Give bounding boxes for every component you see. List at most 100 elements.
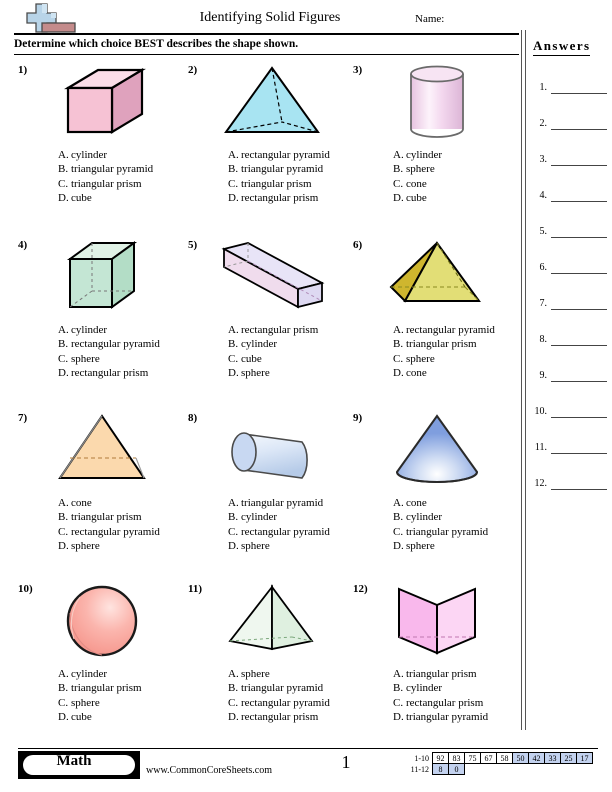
- choice-d[interactable]: D.rectangular prism: [228, 191, 319, 204]
- answer-number: 9.: [539, 370, 548, 381]
- choice-b[interactable]: B.triangular pyramid: [58, 163, 154, 176]
- shape-cone: [375, 412, 505, 492]
- choice-b[interactable]: B.triangular pyramid: [228, 163, 324, 176]
- answer-row-1[interactable]: 1.: [531, 82, 609, 94]
- answer-blank-line[interactable]: [551, 93, 607, 94]
- choice-c[interactable]: C.triangular prism: [58, 177, 142, 190]
- choice-a[interactable]: A.triangular prism: [393, 668, 477, 680]
- choice-b[interactable]: B.sphere: [393, 163, 435, 176]
- answer-blank-line[interactable]: [551, 237, 607, 238]
- choices-list: A.cone B.triangular prism C.rectangular …: [58, 496, 160, 553]
- choice-b[interactable]: B.rectangular pyramid: [58, 338, 160, 351]
- answer-blank-line[interactable]: [551, 273, 607, 274]
- answer-blank-line[interactable]: [551, 417, 607, 418]
- choice-a[interactable]: A.cone: [58, 497, 92, 509]
- choice-c[interactable]: C.rectangular pyramid: [58, 525, 160, 538]
- choices-list: A.triangular prism B.cylinder C.rectangu…: [393, 667, 488, 724]
- choice-b[interactable]: B.cylinder: [228, 338, 278, 351]
- choices-list: A.cone B.cylinder C.triangular pyramid D…: [393, 496, 488, 553]
- choice-b[interactable]: B.triangular pyramid: [228, 682, 324, 695]
- choice-d[interactable]: D.sphere: [228, 366, 270, 379]
- choice-b[interactable]: B.triangular prism: [58, 511, 142, 524]
- choice-d[interactable]: D.cone: [393, 366, 427, 379]
- choice-c[interactable]: C.rectangular pyramid: [228, 696, 330, 709]
- answer-row-3[interactable]: 3.: [531, 154, 609, 166]
- choice-d[interactable]: D.cube: [58, 710, 92, 723]
- choice-d[interactable]: D.rectangular prism: [228, 710, 319, 723]
- shape-triangular-prism: [375, 583, 505, 663]
- answer-number: 5.: [539, 226, 548, 237]
- choice-a[interactable]: A.rectangular pyramid: [393, 324, 495, 336]
- choice-b[interactable]: B.cylinder: [393, 511, 443, 524]
- answer-row-6[interactable]: 6.: [531, 262, 609, 274]
- choice-a[interactable]: A.cylinder: [393, 149, 443, 161]
- answer-number: 8.: [539, 334, 548, 345]
- choice-a[interactable]: A.rectangular prism: [228, 324, 319, 336]
- answer-blank-line[interactable]: [551, 489, 607, 490]
- shape-cylinder-horizontal: [210, 412, 340, 492]
- choice-d[interactable]: D.sphere: [58, 539, 100, 552]
- choices-list: A.rectangular pyramid B.triangular pyram…: [228, 148, 330, 205]
- choice-c[interactable]: C.sphere: [58, 696, 100, 709]
- choice-c[interactable]: C.sphere: [393, 352, 435, 365]
- answer-number: 10.: [534, 406, 548, 417]
- shape-cube: [40, 64, 170, 144]
- choice-a[interactable]: A.cone: [393, 497, 427, 509]
- choice-c[interactable]: C.cube: [228, 352, 262, 365]
- choice-a[interactable]: A.triangular pyramid: [228, 497, 324, 509]
- answer-row-5[interactable]: 5.: [531, 226, 609, 238]
- choice-c[interactable]: C.sphere: [58, 352, 100, 365]
- choice-a[interactable]: A.rectangular pyramid: [228, 149, 330, 161]
- answer-row-12[interactable]: 12.: [531, 478, 609, 490]
- problem-number: 11): [188, 583, 203, 595]
- choice-c[interactable]: C.cone: [393, 177, 427, 190]
- answer-row-10[interactable]: 10.: [531, 406, 609, 418]
- score-row-2: 11-12 8 0: [409, 763, 593, 775]
- answer-row-9[interactable]: 9.: [531, 370, 609, 382]
- problem-number: 5): [188, 239, 198, 251]
- score-cell: 33: [544, 752, 561, 764]
- choice-b[interactable]: B.cylinder: [228, 511, 278, 524]
- answer-row-11[interactable]: 11.: [531, 442, 609, 454]
- choice-d[interactable]: D.cube: [58, 191, 92, 204]
- answer-row-2[interactable]: 2.: [531, 118, 609, 130]
- choice-c[interactable]: C.triangular prism: [228, 177, 312, 190]
- choice-d[interactable]: D.sphere: [228, 539, 270, 552]
- answer-blank-line[interactable]: [551, 381, 607, 382]
- answer-row-4[interactable]: 4.: [531, 190, 609, 202]
- choice-d[interactable]: D.cube: [393, 191, 427, 204]
- choices-list: A.cylinder B.triangular pyramid C.triang…: [58, 148, 153, 205]
- choice-b[interactable]: B.cylinder: [393, 682, 443, 695]
- answer-row-7[interactable]: 7.: [531, 298, 609, 310]
- answer-blank-line[interactable]: [551, 453, 607, 454]
- answer-blank-line[interactable]: [551, 309, 607, 310]
- website-url[interactable]: www.CommonCoreSheets.com: [146, 765, 273, 776]
- choice-d[interactable]: D.rectangular prism: [58, 366, 149, 379]
- choice-b[interactable]: B.triangular prism: [58, 682, 142, 695]
- choice-c[interactable]: C.rectangular prism: [393, 696, 484, 709]
- answer-blank-line[interactable]: [551, 201, 607, 202]
- shape-rectangular-prism-long: [210, 239, 340, 319]
- page-footer: Math www.CommonCoreSheets.com 1 1-10 92 …: [0, 748, 612, 792]
- choices-list: A.rectangular pyramid B.triangular prism…: [393, 323, 495, 380]
- choice-b[interactable]: B.triangular prism: [393, 338, 477, 351]
- choice-c[interactable]: C.triangular pyramid: [393, 525, 489, 538]
- answer-blank-line[interactable]: [551, 129, 607, 130]
- answer-blank-line[interactable]: [551, 165, 607, 166]
- choice-a[interactable]: A.cylinder: [58, 668, 108, 680]
- choice-a[interactable]: A.sphere: [228, 668, 270, 680]
- choice-d[interactable]: D.triangular pyramid: [393, 710, 489, 723]
- answer-row-8[interactable]: 8.: [531, 334, 609, 346]
- choice-c[interactable]: C.rectangular pyramid: [228, 525, 330, 538]
- problem-number: 12): [353, 583, 368, 595]
- answer-number: 7.: [539, 298, 548, 309]
- choices-list: A.sphere B.triangular pyramid C.rectangu…: [228, 667, 330, 724]
- answer-blank-line[interactable]: [551, 345, 607, 346]
- shape-rectangular-prism-tall: [40, 239, 170, 319]
- choice-d[interactable]: D.sphere: [393, 539, 435, 552]
- choice-a[interactable]: A.cylinder: [58, 149, 108, 161]
- problem-number: 7): [18, 412, 28, 424]
- subject-label: Math: [56, 753, 92, 769]
- choice-a[interactable]: A.cylinder: [58, 324, 108, 336]
